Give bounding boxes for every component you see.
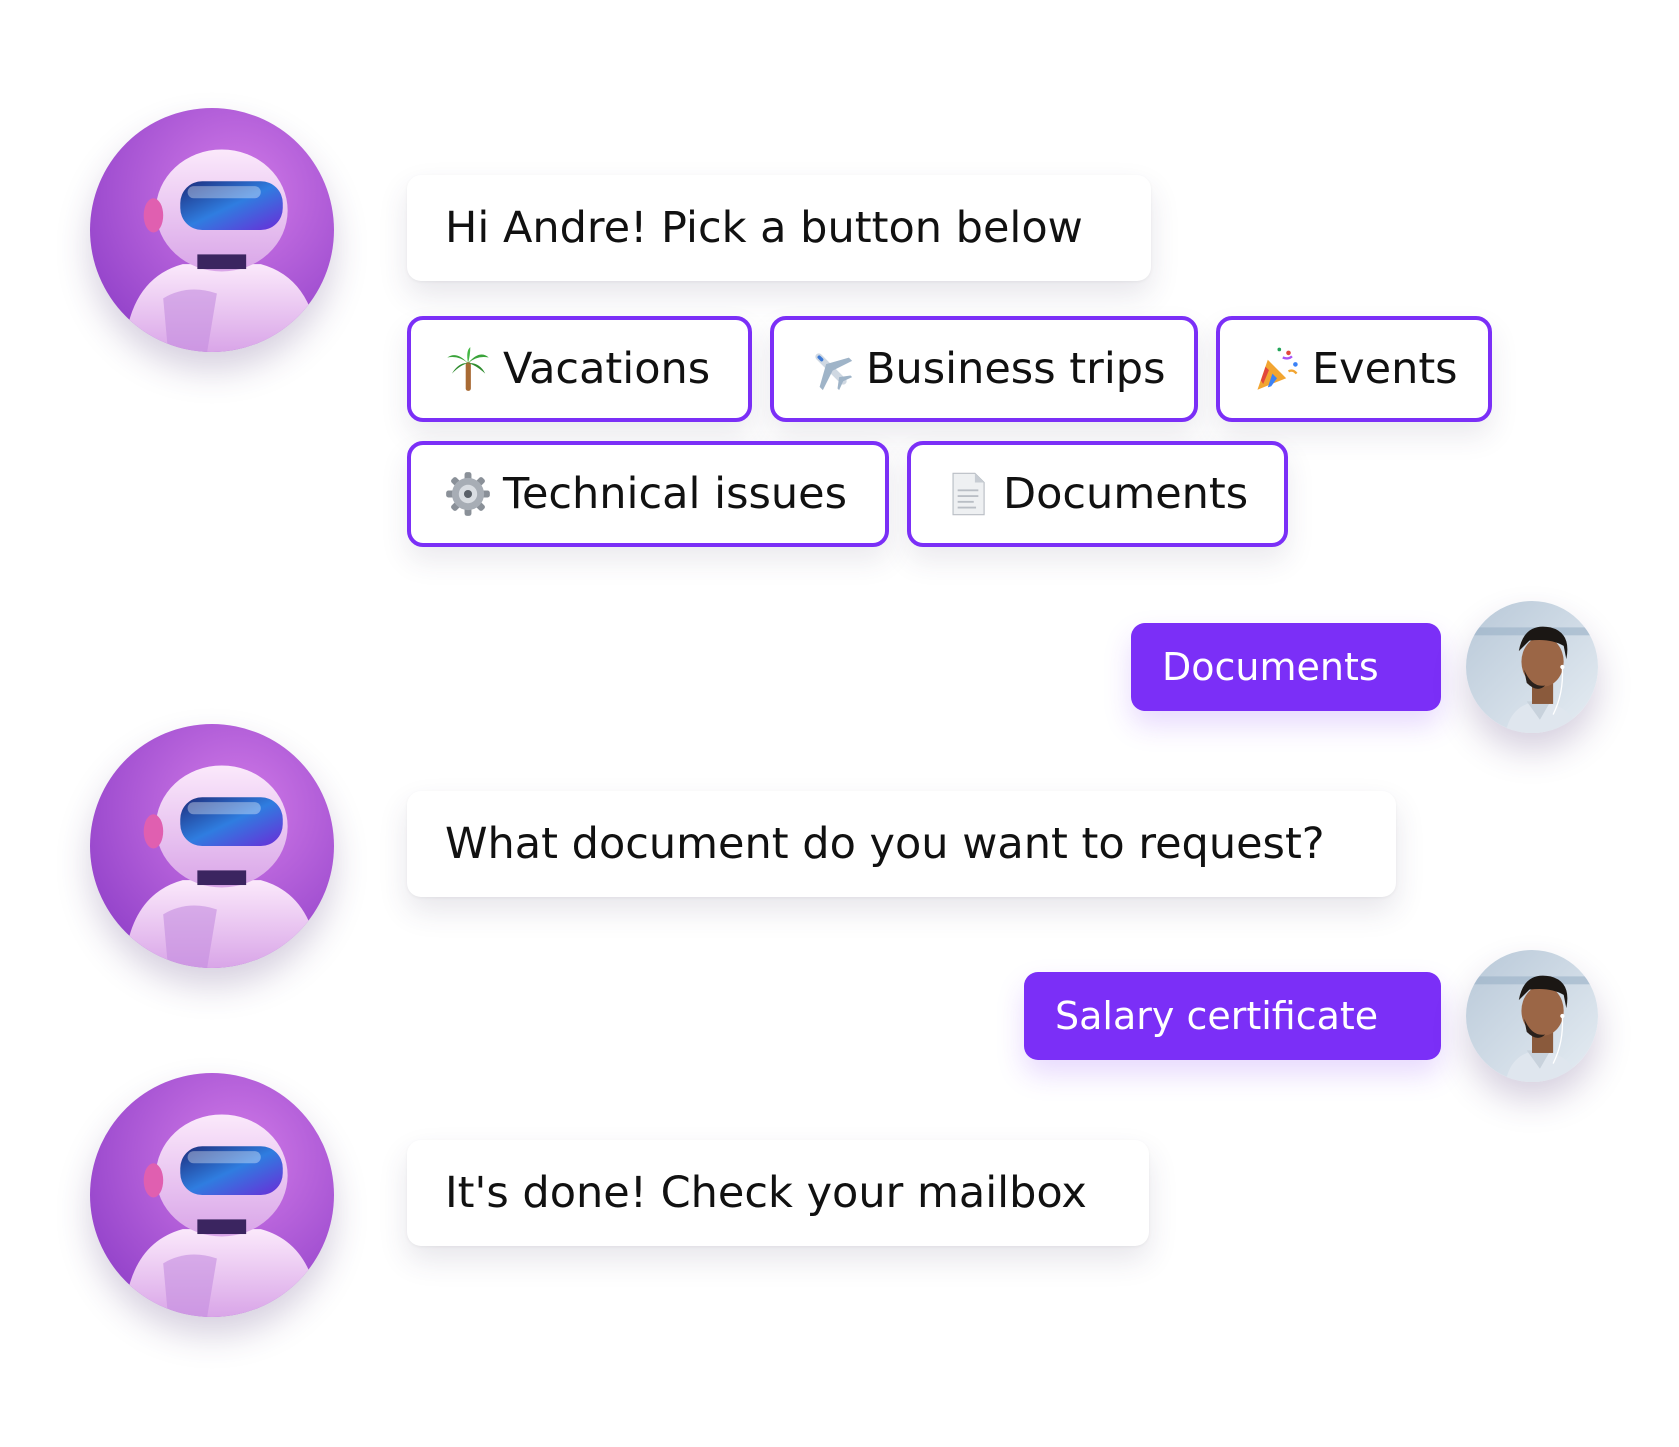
- gear-icon: [445, 471, 491, 517]
- user-reply-documents: Documents: [1131, 623, 1441, 711]
- quick-reply-label: Events: [1312, 344, 1458, 394]
- palm-tree-icon: [445, 346, 491, 392]
- user-avatar: [1466, 601, 1598, 733]
- quick-reply-label: Vacations: [503, 344, 711, 394]
- party-popper-icon: [1254, 346, 1300, 392]
- bot-message-greeting: Hi Andre! Pick a button below: [407, 175, 1151, 281]
- quick-reply-technical-issues[interactable]: Technical issues: [407, 441, 889, 547]
- bot-avatar: [90, 1073, 334, 1317]
- document-icon: [945, 471, 991, 517]
- bot-message-done: It's done! Check your mailbox: [407, 1140, 1149, 1246]
- bot-avatar: [90, 108, 334, 352]
- quick-reply-label: Business trips: [866, 344, 1166, 394]
- quick-reply-documents[interactable]: Documents: [907, 441, 1288, 547]
- quick-reply-events[interactable]: Events: [1216, 316, 1492, 422]
- bot-message-document-question: What document do you want to request?: [407, 791, 1396, 897]
- bot-avatar: [90, 724, 334, 968]
- quick-reply-label: Technical issues: [503, 469, 847, 519]
- quick-reply-business-trips[interactable]: Business trips: [770, 316, 1198, 422]
- airplane-icon: [808, 346, 854, 392]
- user-avatar: [1466, 950, 1598, 1082]
- user-reply-salary-certificate: Salary certificate: [1024, 972, 1441, 1060]
- quick-reply-label: Documents: [1003, 469, 1249, 519]
- quick-reply-vacations[interactable]: Vacations: [407, 316, 752, 422]
